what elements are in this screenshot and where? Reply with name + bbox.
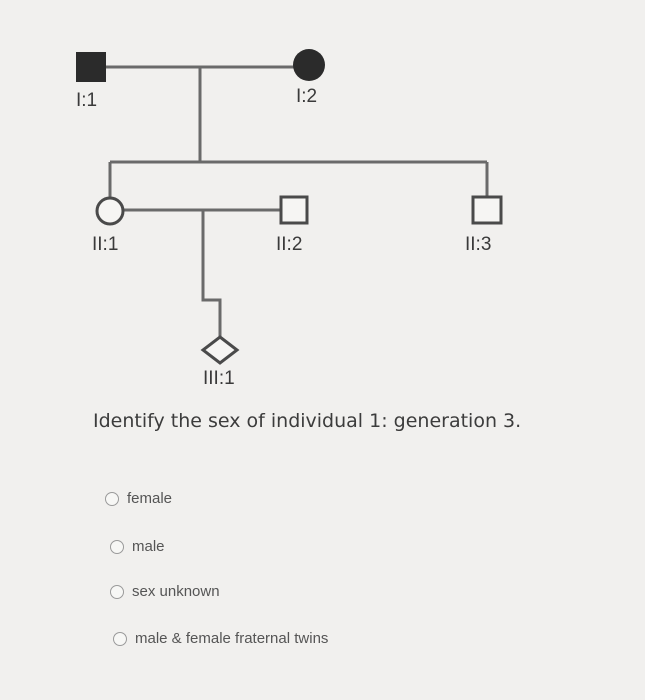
label-ii2: II:2 [276, 234, 303, 255]
option-female-label: female [127, 490, 173, 507]
individual-ii3-male [471, 195, 503, 225]
option-sex-unknown[interactable]: sex unknown [110, 583, 220, 600]
label-i2: I:2 [296, 86, 318, 107]
radio-male[interactable] [110, 539, 124, 554]
question-text: Identify the sex of individual 1: genera… [93, 410, 522, 432]
label-ii1: II:1 [92, 234, 119, 255]
option-fraternal-twins[interactable]: male & female fraternal twins [113, 630, 328, 647]
individual-ii2-male [279, 195, 309, 225]
option-sex-unknown-label: sex unknown [132, 583, 220, 600]
option-male[interactable]: male [110, 538, 165, 555]
label-i1: I:1 [76, 90, 98, 111]
individual-iii1-sex-unknown [200, 335, 240, 365]
individual-i2-affected-female [293, 49, 325, 81]
individual-ii1-female [95, 196, 125, 226]
option-female[interactable]: female [105, 490, 172, 507]
option-male-label: male [132, 538, 165, 555]
option-fraternal-twins-label: male & female fraternal twins [135, 630, 329, 647]
pedigree-chart [76, 49, 503, 365]
individual-i1-affected-male [76, 52, 106, 82]
label-iii1: III:1 [203, 368, 235, 389]
radio-sex-unknown[interactable] [110, 584, 124, 599]
radio-female[interactable] [105, 491, 119, 506]
descent-line-gen2 [201, 210, 222, 337]
label-ii3: II:3 [465, 234, 492, 255]
radio-fraternal-twins[interactable] [113, 631, 127, 646]
